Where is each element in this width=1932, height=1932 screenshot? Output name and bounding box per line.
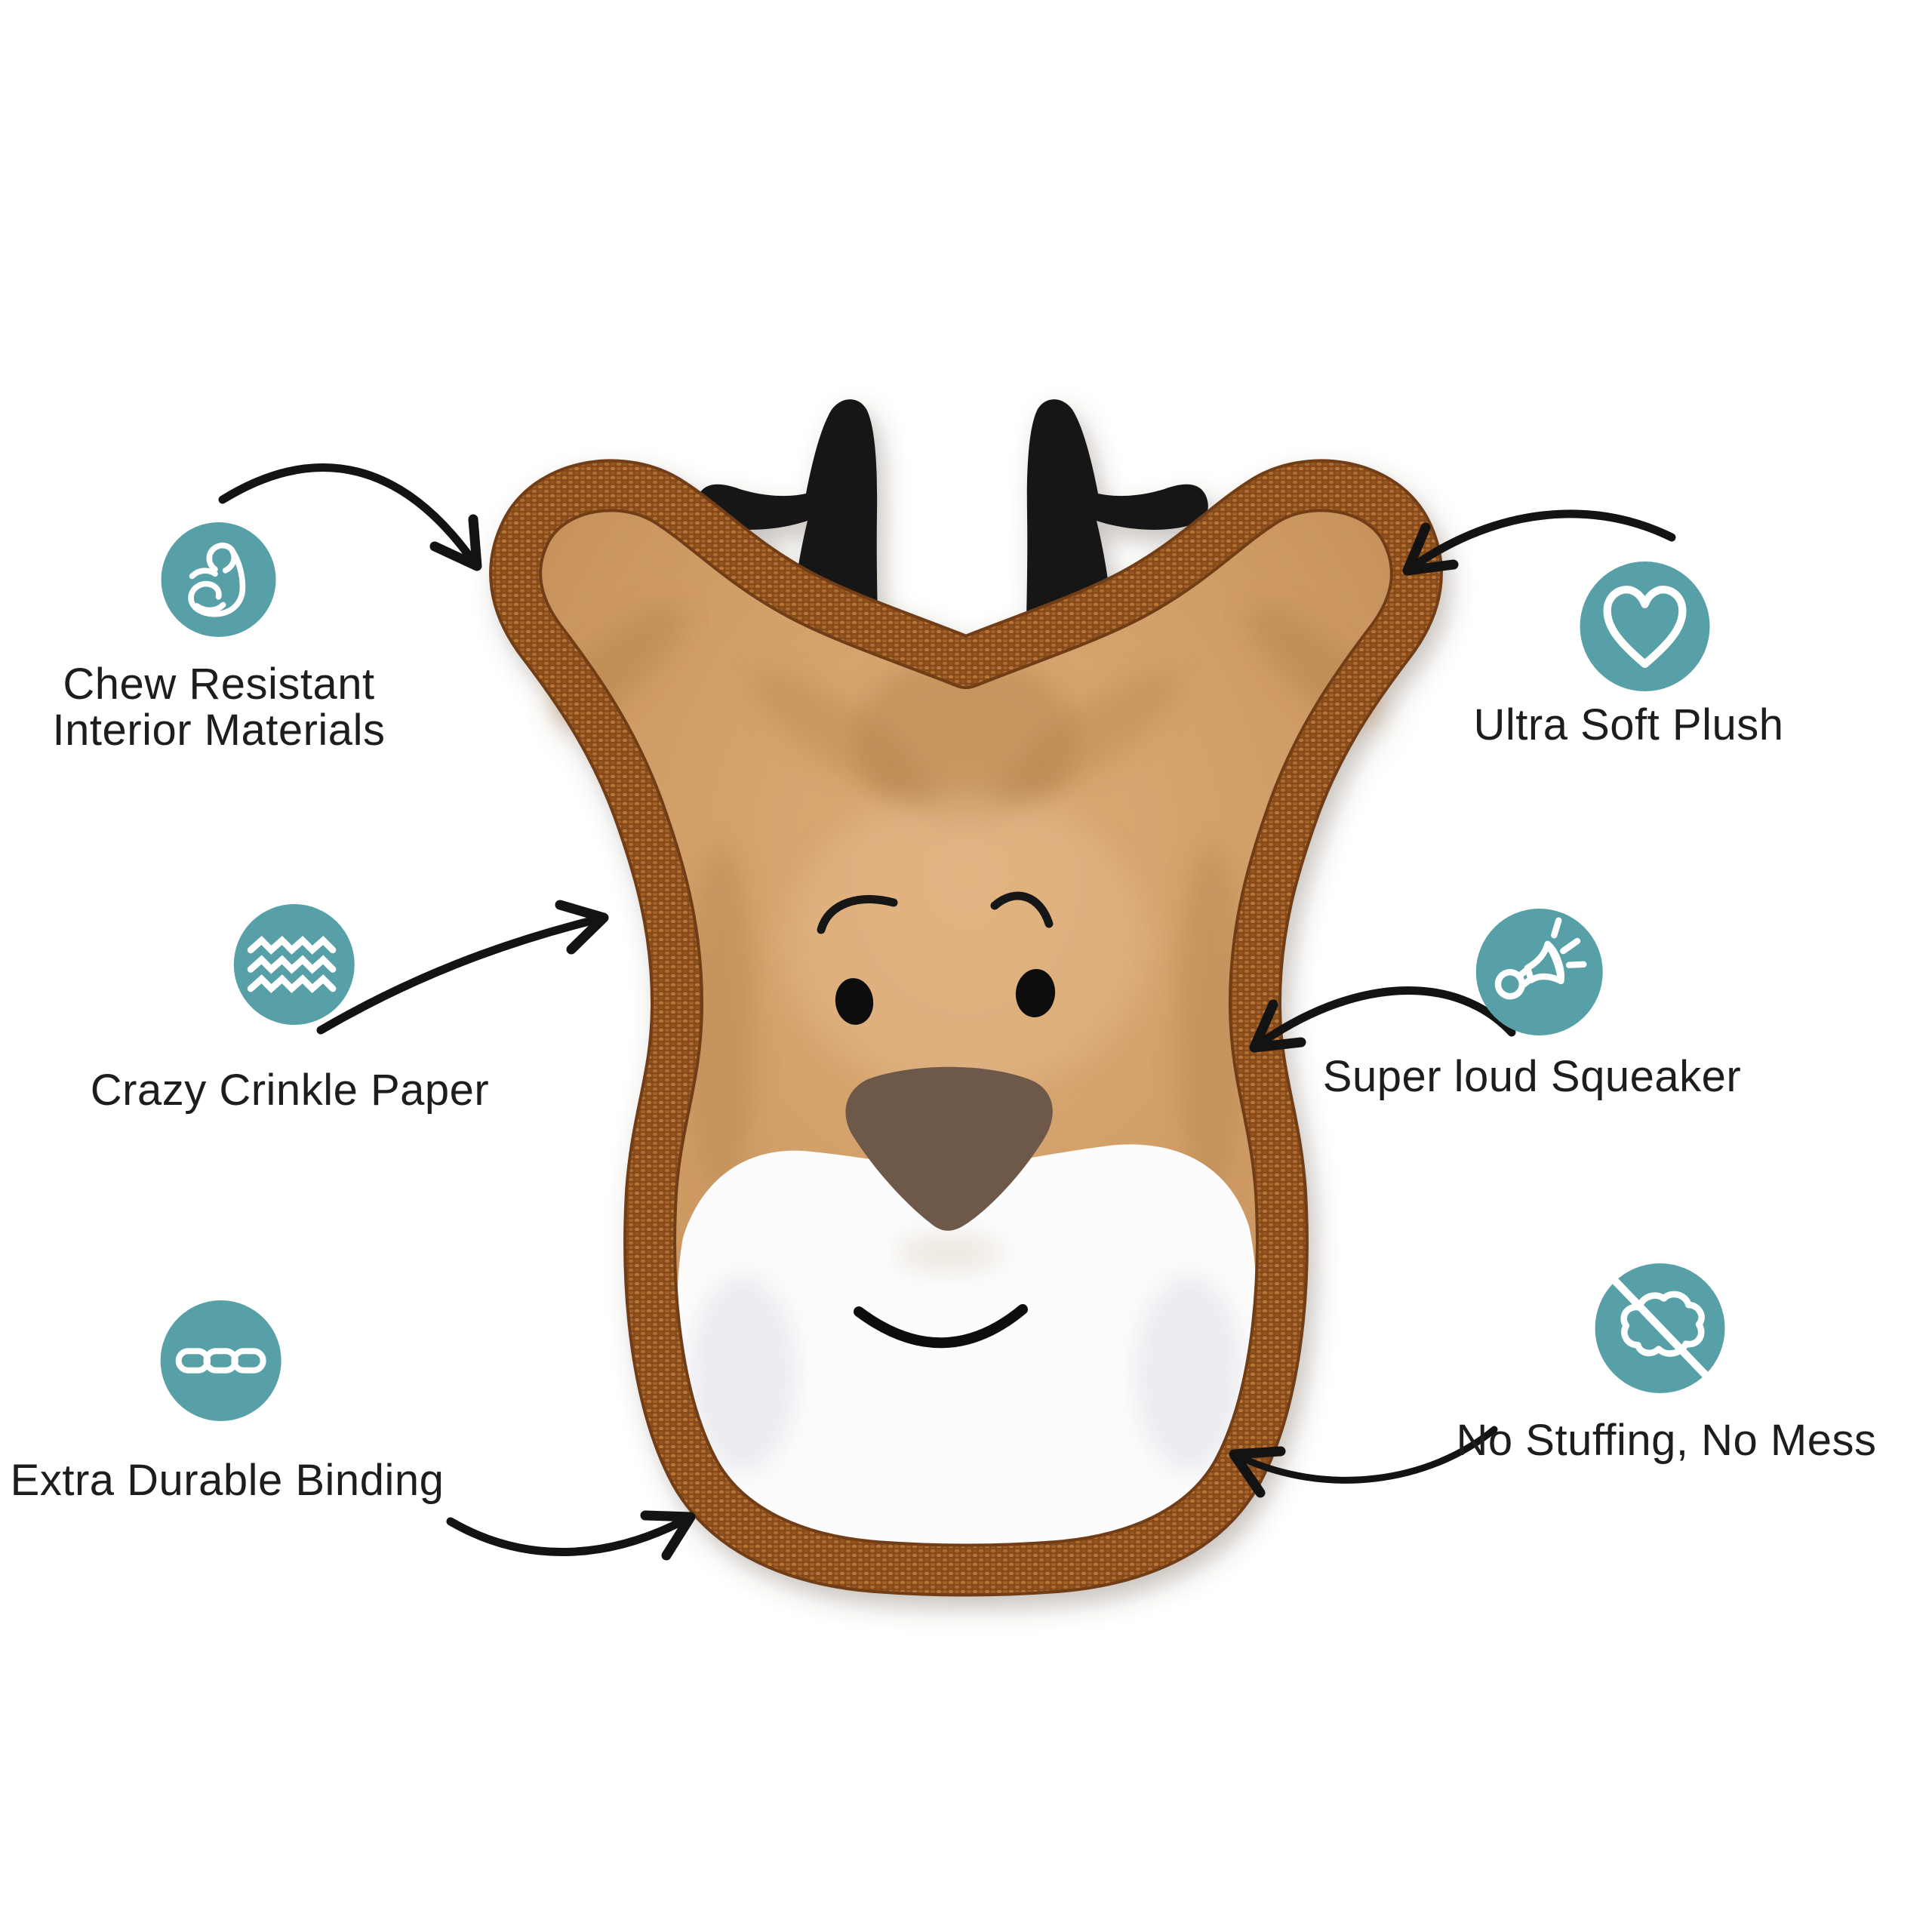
- callout-label: Crazy Crinkle Paper: [90, 1066, 490, 1115]
- callout-label: Ultra Soft Plush: [1473, 700, 1784, 749]
- callout-soft-plush: Ultra Soft Plush: [1474, 561, 1801, 748]
- callout-label: Super loud Squeaker: [1322, 1052, 1742, 1101]
- arrow-soft-plush: [1402, 509, 1676, 576]
- chain-links-icon: [160, 1300, 281, 1421]
- callout-chew-resistant: Chew Resistant Interior Materials: [53, 522, 386, 754]
- callout-loud-squeaker: Super loud Squeaker: [1323, 909, 1749, 1100]
- callout-durable-binding: Extra Durable Binding: [5, 1300, 444, 1503]
- heart-icon: [1580, 561, 1710, 691]
- callout-label: No Stuffing, No Mess: [1456, 1416, 1877, 1465]
- callout-label: Extra Durable Binding: [10, 1456, 445, 1505]
- arrow-crinkle-paper: [316, 900, 609, 1035]
- crinkle-waves-icon: [233, 904, 355, 1025]
- plush-shading: [554, 605, 1378, 1192]
- left-eye: [835, 978, 874, 1025]
- arrow-loud-squeaker: [1249, 986, 1516, 1053]
- smile: [854, 1304, 1028, 1349]
- right-eye: [1015, 969, 1056, 1017]
- no-stuffing-cloud-icon: [1595, 1263, 1725, 1393]
- muscle-arm-icon: [161, 522, 276, 637]
- face: [817, 891, 1056, 1349]
- right-eyebrow: [990, 891, 1054, 928]
- muzzle-shading: [691, 1233, 1241, 1472]
- arrow-durable-binding: [446, 1510, 696, 1561]
- muzzle: [677, 1144, 1257, 1553]
- left-eyebrow: [817, 895, 898, 934]
- callout-no-stuffing: No Stuffing, No Mess: [1451, 1263, 1876, 1463]
- callout-label: Chew Resistant Interior Materials: [52, 660, 386, 755]
- squeaker-horn-icon: [1475, 909, 1603, 1035]
- nose: [845, 1066, 1053, 1231]
- arrow-chew-resistant: [218, 463, 482, 571]
- arrow-no-stuffing: [1229, 1426, 1498, 1498]
- callout-crinkle-paper: Crazy Crinkle Paper: [91, 904, 494, 1113]
